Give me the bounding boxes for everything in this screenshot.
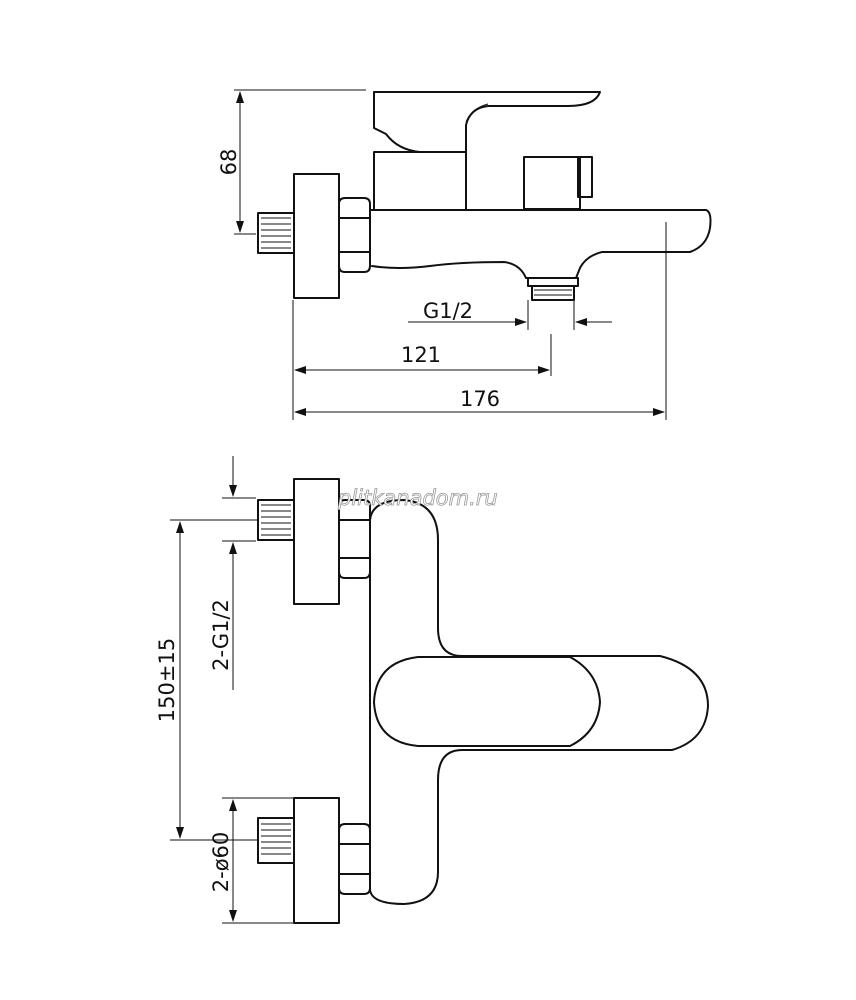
- spout: [369, 209, 712, 279]
- dim-inlet-thread: 2-G1/2: [209, 456, 256, 690]
- dim-121: 121: [292, 300, 552, 420]
- dim-label-2g12: 2-G1/2: [209, 599, 233, 671]
- dim-176: 176: [294, 252, 667, 420]
- hex-nut-top: [338, 197, 371, 273]
- outlet-aerator: [527, 277, 579, 301]
- body-column: [373, 151, 467, 211]
- cover-flange-lower: [293, 797, 340, 924]
- inlet-stub-lower: [257, 817, 295, 864]
- lever-handle-front: [373, 656, 601, 747]
- inlet-stub-upper: [257, 499, 295, 541]
- dim-label-121: 121: [401, 343, 441, 367]
- dim-label-176: 176: [460, 387, 500, 411]
- dim-cover-diameter: 2-ø60: [209, 797, 294, 924]
- cover-flange-upper: [293, 478, 340, 605]
- dim-height-68: 68: [217, 89, 366, 235]
- mixer-body-front: [369, 499, 709, 905]
- dim-label-2d60: 2-ø60: [209, 832, 233, 893]
- inlet-stub-top: [257, 212, 295, 254]
- dim-label-g12: G1/2: [423, 299, 473, 323]
- cover-flange-top: [293, 173, 340, 299]
- dim-label-150: 150±15: [155, 638, 179, 722]
- hex-nut-upper: [338, 499, 371, 579]
- lever-handle-side: [373, 91, 601, 153]
- side-view: 68 G1/2 121 176: [217, 89, 712, 420]
- dim-outlet-thread: G1/2: [408, 299, 612, 330]
- watermark: plitkanadom.ru: [337, 486, 498, 510]
- dim-label-68: 68: [217, 149, 241, 176]
- dim-150: 150±15: [155, 519, 258, 841]
- hex-nut-lower: [338, 823, 371, 895]
- diverter-knob: [523, 156, 593, 210]
- front-view: plitkanadom.ru 2-G1/2 150±15 2-ø60: [155, 456, 709, 924]
